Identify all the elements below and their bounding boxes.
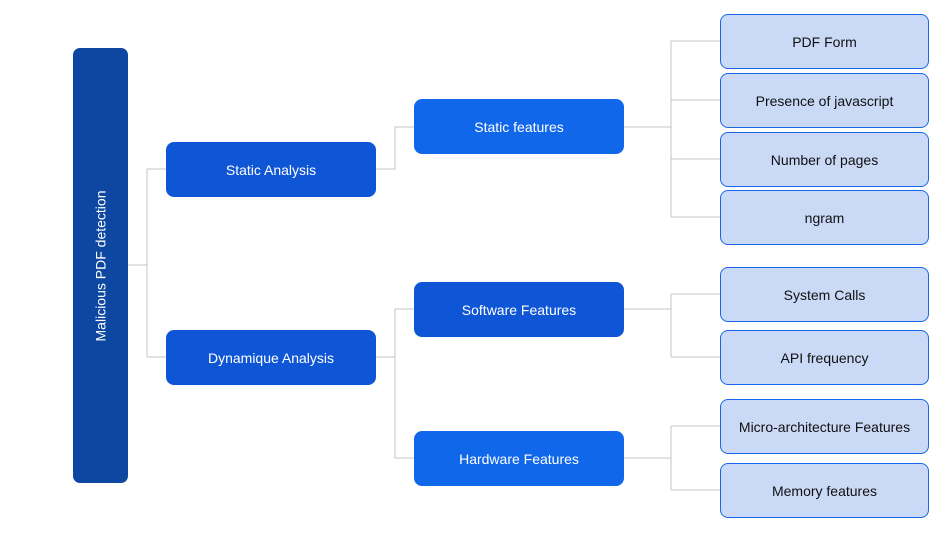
- root-label: Malicious PDF detection: [92, 190, 109, 341]
- leaf-label: PDF Form: [792, 33, 857, 50]
- connector-static-features: [376, 126, 414, 170]
- leaf-presence-of-javascript: Presence of javascript: [720, 73, 929, 128]
- leaf-micro-architecture-features: Micro-architecture Features: [720, 399, 929, 454]
- leaf-label: ngram: [804, 209, 845, 226]
- leaf-api-frequency: API frequency: [720, 330, 929, 385]
- static-features-label: Static features: [474, 118, 564, 135]
- hardware-features-label: Hardware Features: [459, 450, 579, 467]
- static-analysis-node: Static Analysis: [166, 142, 376, 197]
- connector-dynamic-hardware: [394, 357, 414, 459]
- connector-root-dynamic: [146, 265, 166, 358]
- leaf-number-of-pages: Number of pages: [720, 132, 929, 187]
- software-features-label: Software Features: [461, 301, 577, 318]
- leaf-label: System Calls: [783, 286, 866, 303]
- leaf-pdf-form: PDF Form: [720, 14, 929, 69]
- leaf-ngram: ngram: [720, 190, 929, 245]
- hardware-features-node: Hardware Features: [414, 431, 624, 486]
- leaf-label: Memory features: [771, 482, 878, 499]
- leaf-system-calls: System Calls: [720, 267, 929, 322]
- dynamic-analysis-label: Dynamique Analysis: [207, 349, 335, 366]
- static-analysis-label: Static Analysis: [225, 161, 317, 178]
- leaf-label: Micro-architecture Features: [738, 418, 911, 435]
- leaf-label: API frequency: [780, 349, 869, 366]
- dynamic-analysis-node: Dynamique Analysis: [166, 330, 376, 385]
- root-node: Malicious PDF detection: [73, 48, 128, 483]
- leaf-memory-features: Memory features: [720, 463, 929, 518]
- static-features-node: Static features: [414, 99, 624, 154]
- connector-dynamic-software: [376, 308, 414, 358]
- connector-root-static: [128, 168, 166, 266]
- leaf-label: Presence of javascript: [755, 92, 894, 109]
- software-features-node: Software Features: [414, 282, 624, 337]
- leaf-label: Number of pages: [770, 151, 879, 168]
